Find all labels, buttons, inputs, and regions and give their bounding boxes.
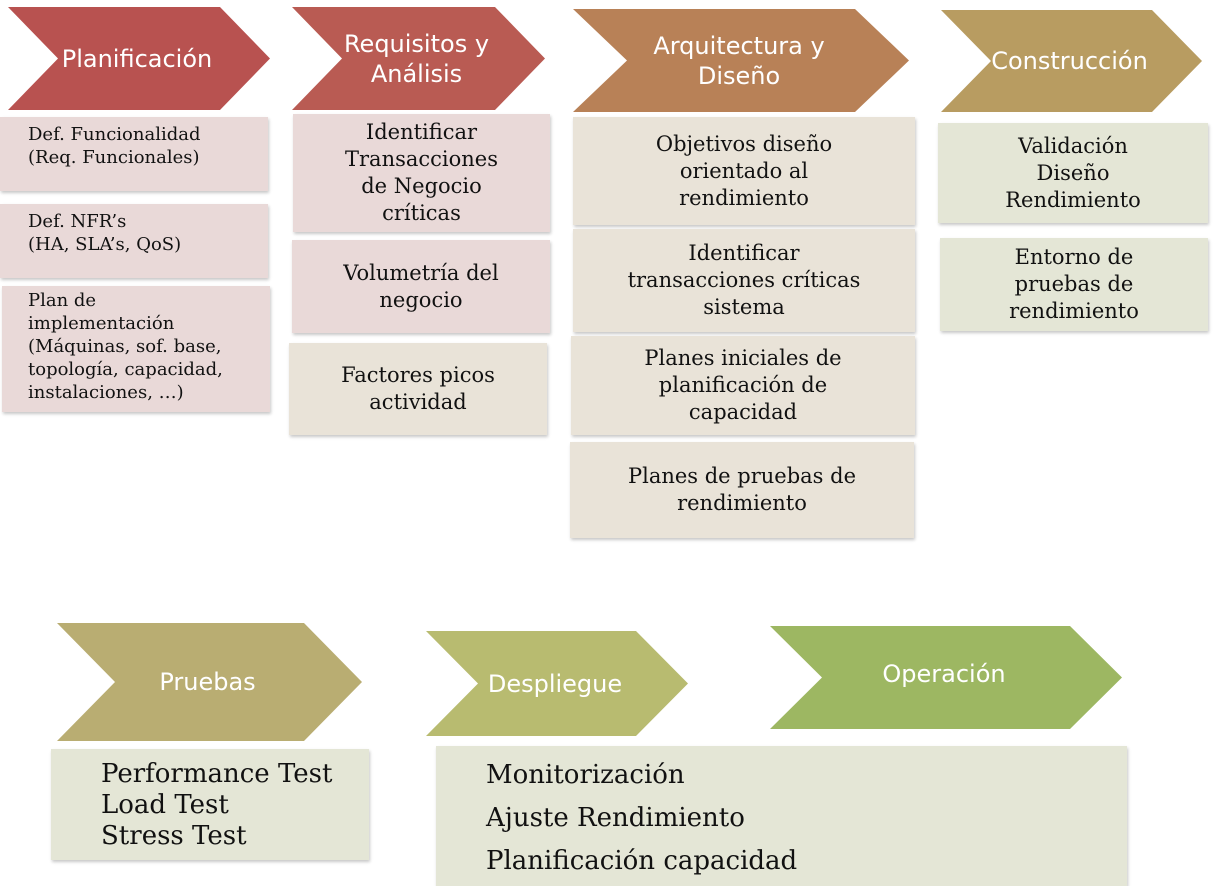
arquitectura-box-transacciones: Identificar transacciones críticas siste… <box>573 229 915 332</box>
despliegue-item: Ajuste Rendimiento <box>486 803 745 833</box>
chevron-shape <box>8 7 270 110</box>
stage-label: Pruebas <box>159 668 256 696</box>
box-text: Plan de implementación (Máquinas, sof. b… <box>28 290 223 403</box>
requisitos-box-volumetria: Volumetría del negocio <box>292 240 550 333</box>
stage-planificacion: Planificación <box>8 7 270 110</box>
box-text: Planes iniciales de planificación de cap… <box>644 346 842 424</box>
chevron-shape <box>941 10 1202 112</box>
stage-requisitos: Requisitos y Análisis <box>292 7 545 110</box>
box-text: Def. Funcionalidad (Req. Funcionales) <box>28 124 201 168</box>
arquitectura-box-pruebas: Planes de pruebas de rendimiento <box>570 442 914 538</box>
box-text: Entorno de pruebas de rendimiento <box>1009 245 1139 323</box>
construccion-box-validacion: Validación Diseño Rendimiento <box>938 123 1208 223</box>
requisitos-box-transacciones: Identificar Transacciones de Negocio crí… <box>293 114 550 232</box>
box-text: Volumetría del negocio <box>343 260 499 312</box>
pruebas-list: Performance Test Load Test Stress Test <box>101 759 332 852</box>
box-text: Identificar Transacciones de Negocio crí… <box>345 120 498 225</box>
stage-despliegue: Despliegue <box>426 631 688 736</box>
box-text: Validación Diseño Rendimiento <box>1005 133 1141 212</box>
stage-label: Requisitos y Análisis <box>343 29 490 88</box>
planificacion-box-funcionalidad: Def. Funcionalidad (Req. Funcionales) <box>0 117 268 191</box>
box-text: Identificar transacciones críticas siste… <box>627 241 861 319</box>
arquitectura-box-objetivos: Objetivos diseño orientado al rendimient… <box>573 117 915 225</box>
box-text: Factores picos actividad <box>341 363 495 414</box>
despliegue-item: Monitorización <box>486 760 685 790</box>
stage-construccion: Construcción <box>941 10 1202 112</box>
stage-arquitectura: Arquitectura y Diseño <box>573 9 909 112</box>
despliegue-box: Monitorización Ajuste Rendimiento Planif… <box>436 746 1127 886</box>
pruebas-item: Load Test <box>101 790 229 820</box>
stage-operacion: Operación <box>770 626 1122 729</box>
planificacion-box-nfr: Def. NFR’s (HA, SLA’s, QoS) <box>0 204 268 278</box>
stage-pruebas: Pruebas <box>57 623 362 741</box>
pruebas-item: Performance Test <box>101 759 333 789</box>
box-text: Def. NFR’s (HA, SLA’s, QoS) <box>28 211 182 255</box>
chevron-shape <box>770 626 1122 729</box>
despliegue-item: Planificación capacidad <box>486 846 798 876</box>
box-text: Objetivos diseño orientado al rendimient… <box>655 131 833 210</box>
requisitos-box-picos: Factores picos actividad <box>289 343 547 435</box>
stage-label: Arquitectura y Diseño <box>653 31 825 90</box>
arquitectura-box-capacidad: Planes iniciales de planificación de cap… <box>571 336 915 435</box>
pruebas-item: Stress Test <box>101 821 247 851</box>
chevron-shape <box>57 623 362 741</box>
stage-label: Operación <box>882 659 1006 688</box>
pruebas-box: Performance Test Load Test Stress Test <box>51 749 369 860</box>
box-text: Planes de pruebas de rendimiento <box>627 464 857 515</box>
stage-label: Planificación <box>61 44 213 73</box>
chevron-shape <box>573 9 909 112</box>
chevron-shape <box>426 631 688 736</box>
stage-label: Despliegue <box>487 669 623 698</box>
chevron-shape <box>292 7 545 110</box>
construccion-box-entorno: Entorno de pruebas de rendimiento <box>940 238 1208 331</box>
planificacion-box-implementacion: Plan de implementación (Máquinas, sof. b… <box>2 286 270 412</box>
stage-label: Construcción <box>991 47 1148 75</box>
